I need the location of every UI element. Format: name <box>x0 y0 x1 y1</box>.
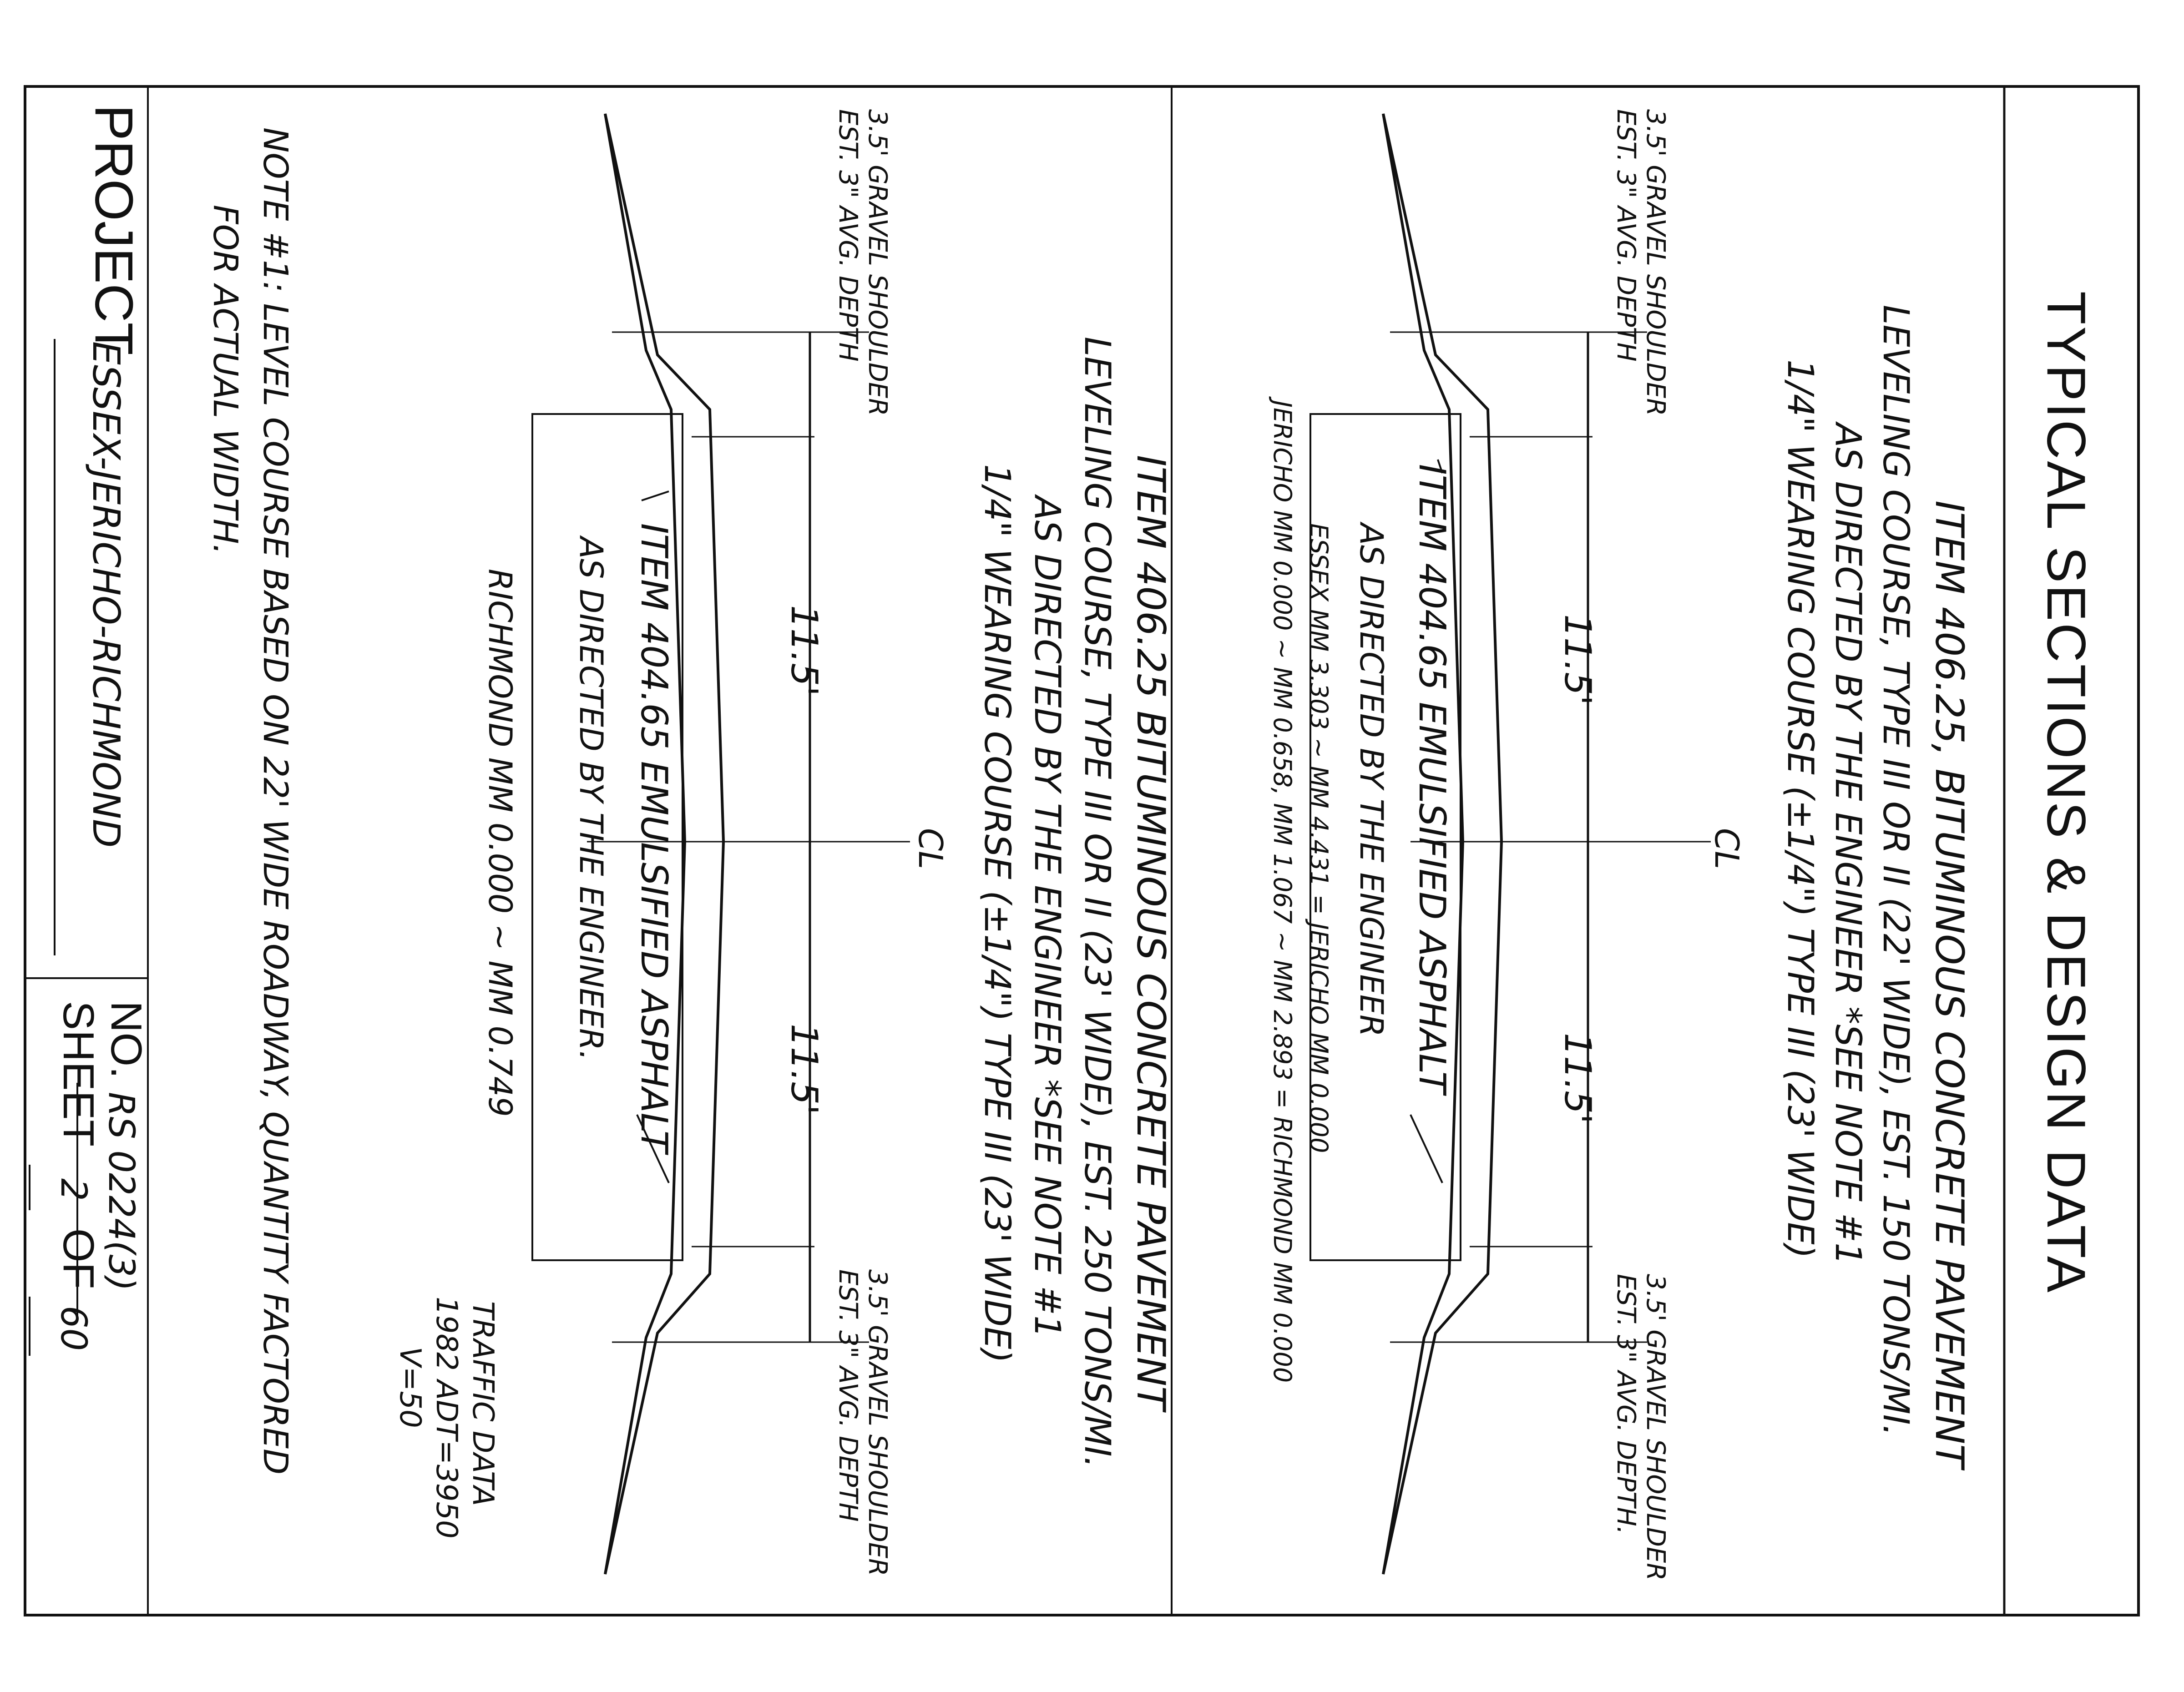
top-lane-right: 11.5' <box>1557 1033 1599 1124</box>
no-label: NO. <box>102 1001 151 1079</box>
bottom-item-line-3: AS DIRECTED BY THE ENGINEER *SEE NOTE #1 <box>1026 494 1067 1338</box>
sheet-total: 60 <box>53 1306 94 1351</box>
top-lane-left: 11.5' <box>1557 614 1599 705</box>
section-bottom: ITEM 406.25 BITUMINOUS CONCRETE PAVEMENT… <box>393 109 1173 1576</box>
bottom-shoulder-left-1: 3.5' GRAVEL SHOULDER <box>863 109 892 416</box>
bottom-leader-left <box>641 490 669 501</box>
note-line-2: FOR ACTUAL WIDTH. <box>206 205 245 555</box>
section-top: ITEM 406.25, BITUMINOUS CONCRETE PAVEMEN… <box>1268 109 1972 1581</box>
bottom-item-line-4: 1/4" WEARING COURSE (±1/4") TYPE III (23… <box>976 464 1017 1363</box>
top-shoulder-right-2: EST. 3" AVG. DEPTH. <box>1611 1274 1641 1535</box>
bottom-item-line-1: ITEM 406.25 BITUMINOUS CONCRETE PAVEMENT <box>1128 455 1173 1413</box>
bottom-shoulder-right-2: EST. 3" AVG. DEPTH <box>833 1269 863 1522</box>
top-leader-left <box>1437 459 1443 474</box>
top-centerline-symbol: CL <box>1708 828 1746 869</box>
bottom-emulsion-box <box>531 413 683 1261</box>
sheet-border <box>24 85 2140 1616</box>
top-shoulder-left-1: 3.5' GRAVEL SHOULDER <box>1641 109 1670 416</box>
top-item-line-3: AS DIRECTED BY THE ENGINEER *SEE NOTE #1 <box>1827 421 1868 1265</box>
sheet-number: 2 <box>53 1178 94 1201</box>
bottom-richmond-range: RICHMOND MM 0.000 ~ MM 0.749 <box>481 569 519 1117</box>
top-item-line-2: LEVELING COURSE, TYPE III OR II (22' WID… <box>1875 305 1916 1436</box>
top-shoulder-right-1: 3.5' GRAVEL SHOULDER <box>1641 1274 1670 1581</box>
top-shoulder-left-2: EST. 3" AVG. DEPTH <box>1611 109 1641 362</box>
bottom-lane-left: 11.5' <box>783 605 825 696</box>
bottom-leader-right <box>636 1114 670 1183</box>
top-emulsion-line-2: AS DIRECTED BY THE ENGINEER <box>1353 521 1390 1037</box>
traffic-data-v: V=50 <box>393 1347 427 1428</box>
bottom-centerline-symbol: CL <box>911 828 950 869</box>
top-emulsion-line-4: JERICHO MM 0.000 ~ MM 0.658, MM 1.067 ~ … <box>1268 396 1297 1383</box>
top-item-line-4: 1/4" WEARING COURSE (±1/4") TYPE III (23… <box>1780 359 1820 1258</box>
bottom-shoulder-left-2: EST. 3" AVG. DEPTH <box>833 109 863 362</box>
sheet-title: TYPICAL SECTIONS & DESIGN DATA <box>2036 291 2097 1294</box>
bottom-emulsion-line-2: AS DIRECTED BY THE ENGINEER. <box>572 535 610 1061</box>
traffic-data-adt: 1982 ADT=3950 <box>430 1297 463 1539</box>
project-label: PROJECT <box>84 105 144 355</box>
top-emulsion-line-3: ESSEX MM 3.303 ~ MM 4.431 = JERICHO MM 0… <box>1304 523 1333 1153</box>
bottom-shoulder-right-1: 3.5' GRAVEL SHOULDER <box>863 1269 892 1576</box>
note-line-1: NOTE #1: LEVEL COURSE BASED ON 22' WIDE … <box>256 127 295 1475</box>
bottom-lane-right: 11.5' <box>783 1024 825 1115</box>
top-item-line-1: ITEM 406.25, BITUMINOUS CONCRETE PAVEMEN… <box>1926 500 1972 1471</box>
project-value: ESSEX-JERICHO-RICHMOND <box>84 341 127 848</box>
bottom-emulsion-line-1: ITEM 404.65 EMULSIFIED ASPHALT <box>633 523 675 1156</box>
no-value: RS 0224(3) <box>101 1092 142 1291</box>
top-emulsion-box <box>1309 413 1461 1261</box>
top-leader-right <box>1410 1114 1443 1183</box>
of-label: OF <box>54 1228 103 1289</box>
traffic-data-title: TRAFFIC DATA <box>466 1301 500 1506</box>
sheet-label: SHEET <box>54 1001 103 1147</box>
top-emulsion-line-1: ITEM 404.65 EMULSIFIED ASPHALT <box>1411 464 1453 1096</box>
bottom-item-line-2: LEVELING COURSE, TYPE III OR II (23' WID… <box>1077 337 1117 1468</box>
